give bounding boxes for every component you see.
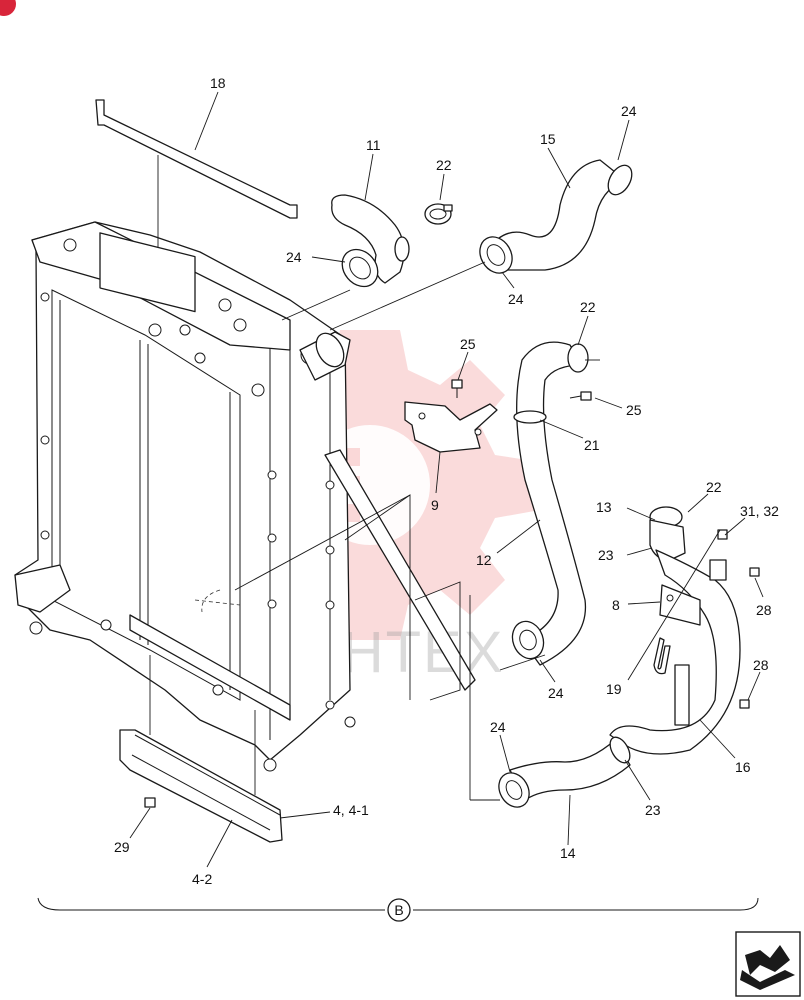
callout-labels: 18 11 22 15 24 24 24 25 22 25 21 9 13 22… <box>114 75 779 887</box>
callout-19: 19 <box>606 681 622 697</box>
callout-18: 18 <box>210 75 226 91</box>
section-brace <box>37 897 759 911</box>
callout-8: 8 <box>612 597 620 613</box>
callout-24: 24 <box>490 719 506 735</box>
part-25-bolt <box>451 379 463 398</box>
callout-28: 28 <box>753 657 769 673</box>
callout-24: 24 <box>508 291 524 307</box>
part-15-hose <box>479 159 633 274</box>
callout-28: 28 <box>756 602 772 618</box>
callout-9: 9 <box>431 497 439 513</box>
part-28-bolt <box>739 699 750 709</box>
part-22-clamp <box>424 203 453 225</box>
callout-22: 22 <box>706 479 722 495</box>
callout-12: 12 <box>476 552 492 568</box>
callout-24: 24 <box>548 685 564 701</box>
callout-25: 25 <box>460 336 476 352</box>
section-marker-label: B <box>394 902 403 918</box>
callout-11: 11 <box>366 137 381 153</box>
callout-31-32: 31, 32 <box>740 503 779 519</box>
part-14-lower-hose <box>498 736 631 808</box>
callout-23: 23 <box>598 547 614 563</box>
callout-13: 13 <box>596 499 612 515</box>
part-16-pipe-assembly <box>609 506 741 755</box>
callout-23: 23 <box>645 802 661 818</box>
callout-22: 22 <box>580 299 596 315</box>
callout-24: 24 <box>621 103 637 119</box>
callout-24: 24 <box>286 249 302 265</box>
part-18-rod <box>95 99 298 219</box>
section-marker-b: B <box>387 898 411 922</box>
callout-22: 22 <box>436 157 452 173</box>
callout-29: 29 <box>114 839 130 855</box>
assembly-guide-lines <box>149 155 600 801</box>
radiator-strap <box>324 449 476 691</box>
part-31-32-nut <box>717 529 728 540</box>
part-11-upper-hose <box>331 194 410 288</box>
callout-14: 14 <box>560 845 576 861</box>
part-4-2-bracket <box>119 729 283 843</box>
callout-15: 15 <box>540 131 556 147</box>
corner-marker-icon <box>0 0 16 16</box>
part-12-hose <box>511 341 589 666</box>
callout-25: 25 <box>626 402 642 418</box>
callout-4-2: 4-2 <box>192 871 212 887</box>
callout-16: 16 <box>735 759 751 775</box>
radiator-assembly <box>14 221 356 772</box>
callout-21: 21 <box>584 437 600 453</box>
part-25-bolt <box>569 391 592 401</box>
callout-leader-lines <box>129 91 764 868</box>
next-page-arrow-icon[interactable] <box>735 931 801 997</box>
callout-4-4-1: 4, 4-1 <box>333 802 369 818</box>
part-28-bolt <box>749 567 760 577</box>
part-19-u-bolt <box>653 637 671 675</box>
part-9-bracket <box>404 401 498 453</box>
part-29-bolt <box>144 797 156 808</box>
